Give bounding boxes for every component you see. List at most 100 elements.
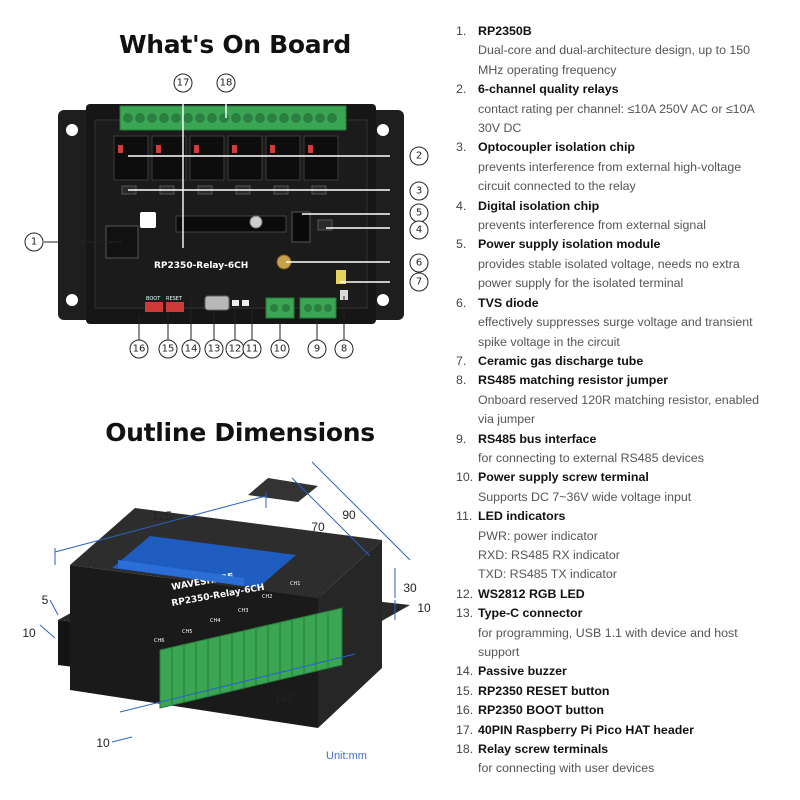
svg-text:2: 2 [416,151,422,162]
feature-number: 5. [456,237,467,252]
feature-description: via jumper [478,412,536,427]
svg-text:7: 7 [416,277,422,288]
front-screw-terminals [159,607,343,709]
feature-title: RP2350B [478,24,532,38]
case-side [318,540,382,728]
feature-item: 12.WS2812 RGB LED [456,585,792,604]
feature-description: circuit connected to the relay [478,179,636,194]
feature-description: MHz operating frequency [478,62,617,77]
feature-number: 17. [456,722,474,737]
feature-number: 10. [456,470,474,485]
feature-title: Power supply isolation module [478,237,661,252]
callout-right-group: 2 3 5 4 6 7 [409,146,429,292]
rs485-jumper [340,290,348,300]
dim-height: 30 [403,581,417,595]
feature-title: LED indicators [478,509,566,524]
svg-text:1: 1 [31,237,37,248]
feature-description: TXD: RS485 TX indicator [478,567,617,582]
feature-number: 2. [456,82,467,97]
callout-left-group: 1 [24,232,44,252]
mount-hole [377,294,389,306]
mount-hole [66,294,78,306]
feature-title: Digital isolation chip [478,198,600,213]
dim-bottom-flange: 10 [96,736,110,750]
callout-top-group: 17 18 [173,73,236,93]
type-c-connector [204,295,230,311]
feature-description: Onboard reserved 120R matching resistor,… [478,392,760,407]
feature-number: 11. [456,509,473,524]
dimensions-heading: Outline Dimensions [105,418,375,447]
digital-isolation-chip [317,219,333,231]
feature-item: 9. RS485 bus interface for connecting to e… [456,430,792,469]
svg-text:10: 10 [274,344,287,355]
feature-description: Supports DC 7~36V wide voltage input [478,489,692,504]
feature-number: 16. [456,703,474,718]
callout-bottom-group: 16 15 14 13 12 11 10 9 8 [129,339,354,359]
feature-description: Dual-core and dual-architecture design, … [478,43,751,58]
feature-description: effectively suppresses surge voltage and… [478,315,753,330]
feature-number: 15. [456,683,474,698]
feature-description: provides stable isolated voltage, needs … [478,256,740,271]
feature-item: 14.Passive buzzer [456,662,792,681]
feature-item: 13. Type-C connector for programming, USB … [456,604,792,662]
svg-text:12: 12 [229,344,242,355]
feature-description: for connecting with user devices [478,761,655,776]
dim-depth: 70 [311,520,325,534]
boot-button [145,302,163,312]
feature-description: 30V DC [478,121,522,136]
reset-label: RESET [166,296,183,302]
feature-title: Power supply screw terminal [478,470,649,485]
feature-title: Type-C connector [478,606,583,621]
feature-description: for connecting to external RS485 devices [478,450,704,465]
channel-labels: CH1 CH2 CH3 CH4 CH5 CH6 [154,581,300,644]
feature-description: RXD: RS485 RX indicator [478,547,620,562]
svg-text:9: 9 [314,344,320,355]
boot-label: BOOT [146,296,161,302]
dim-width: 125 [152,509,172,523]
feature-number: 13. [456,606,474,621]
svg-text:CH3: CH3 [238,608,248,614]
feature-title: RS485 bus interface [478,431,597,446]
feature-title: RS485 matching resistor jumper [478,373,669,388]
svg-text:6: 6 [416,258,422,269]
dim-outer-depth: 90 [342,508,356,522]
feature-title: Relay screw terminals [478,742,609,757]
feature-description: contact rating per channel: ≤10A 250V AC… [478,101,755,116]
feature-title: Ceramic gas discharge tube [478,353,644,368]
svg-text:11: 11 [246,344,259,355]
board-diagram: RP2350-Relay-6CH BOOT RESET 17 1 [24,73,429,359]
svg-text:CH2: CH2 [262,594,272,600]
feature-title: Passive buzzer [478,664,567,679]
feature-description: for programming, USB 1.1 with device and… [478,625,738,640]
feature-number: 4. [456,198,467,213]
feature-title: Optocoupler isolation chip [478,140,635,155]
svg-text:5: 5 [416,208,422,219]
feature-number: 1. [456,24,467,38]
rgb-led [232,300,239,306]
buzzer [249,215,263,229]
led-indicators [242,300,249,306]
feature-title: 40PIN Raspberry Pi Pico HAT header [478,722,694,737]
svg-text:17: 17 [177,78,190,89]
feature-number: 9. [456,431,467,446]
feature-list: 1. RP2350B Dual-core and dual-architecture… [456,22,792,779]
feature-description: power supply for the isolated terminal [478,276,684,291]
feature-description: support [478,645,520,659]
feature-title: TVS diode [478,295,539,310]
feature-title: RP2350 RESET button [478,683,610,698]
feature-number: 12. [456,586,474,601]
feature-item: 5. Power supply isolation module provides … [456,235,792,293]
dim-left-step: 5 [42,593,49,607]
feature-number: 8. [456,373,467,388]
feature-title: 6-channel quality relays [478,82,619,97]
relays [113,135,339,181]
dim-base-length: 145 [274,691,294,705]
svg-text:15: 15 [162,344,175,355]
dimensions-diagram: WAVESHARE RP2350-Relay-6CH CH1 CH2 CH3 C… [22,461,431,762]
svg-text:14: 14 [185,344,198,355]
